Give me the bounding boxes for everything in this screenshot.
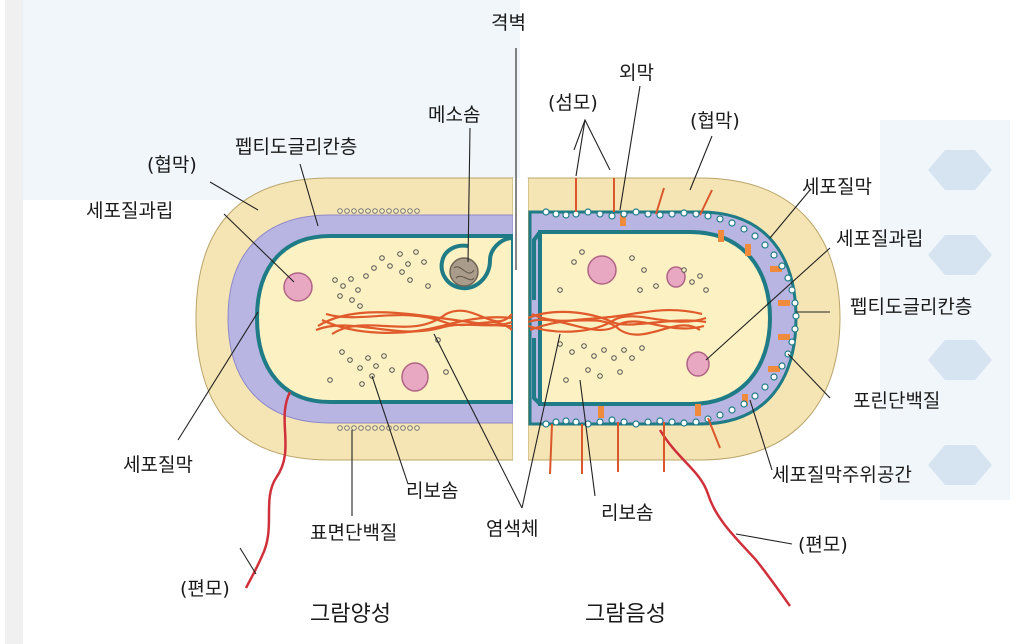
label-capsule-right: (협막) (690, 110, 740, 132)
caption-gram-positive: 그람양성 (310, 604, 391, 626)
label-ribosome-left: 리보솜 (406, 480, 458, 502)
label-chromosome: 염색체 (486, 518, 538, 540)
label-capsule-left: (협막) (147, 154, 197, 176)
caption-gram-negative: 그람음성 (585, 604, 666, 626)
label-membrane-left: 세포질막 (123, 454, 193, 476)
label-ribosome-right: 리보솜 (601, 502, 653, 524)
label-porin: 포린단백질 (853, 390, 940, 412)
label-periplasm: 세포질막주위공간 (772, 464, 912, 486)
label-outer-membrane: 외막 (619, 62, 654, 84)
gram-positive-cell (196, 178, 513, 460)
cytoplasmic-granule-left-2 (402, 363, 428, 391)
label-membrane-right: 세포질막 (802, 176, 872, 198)
gram-negative-cell (528, 178, 840, 460)
cytoplasmic-granule-right-3 (687, 352, 709, 376)
cytoplasmic-granule-right (588, 256, 616, 284)
label-mesosome: 메소솜 (428, 104, 480, 126)
label-peptidoglycan-right: 펩티도글리칸층 (850, 296, 972, 318)
label-cell-wall: 격벽 (491, 12, 526, 34)
cytoplasmic-granule-left (284, 273, 312, 301)
label-peptidoglycan-left: 펩티도글리칸층 (235, 136, 357, 158)
label-flagellum-right: (편모) (798, 534, 848, 556)
label-pili: (섬모) (548, 92, 598, 114)
label-granule-left: 세포질과립 (86, 200, 173, 222)
label-granule-right: 세포질과립 (836, 228, 923, 250)
label-flagellum-left: (편모) (180, 578, 230, 600)
label-surface-protein: 표면단백질 (310, 522, 397, 544)
